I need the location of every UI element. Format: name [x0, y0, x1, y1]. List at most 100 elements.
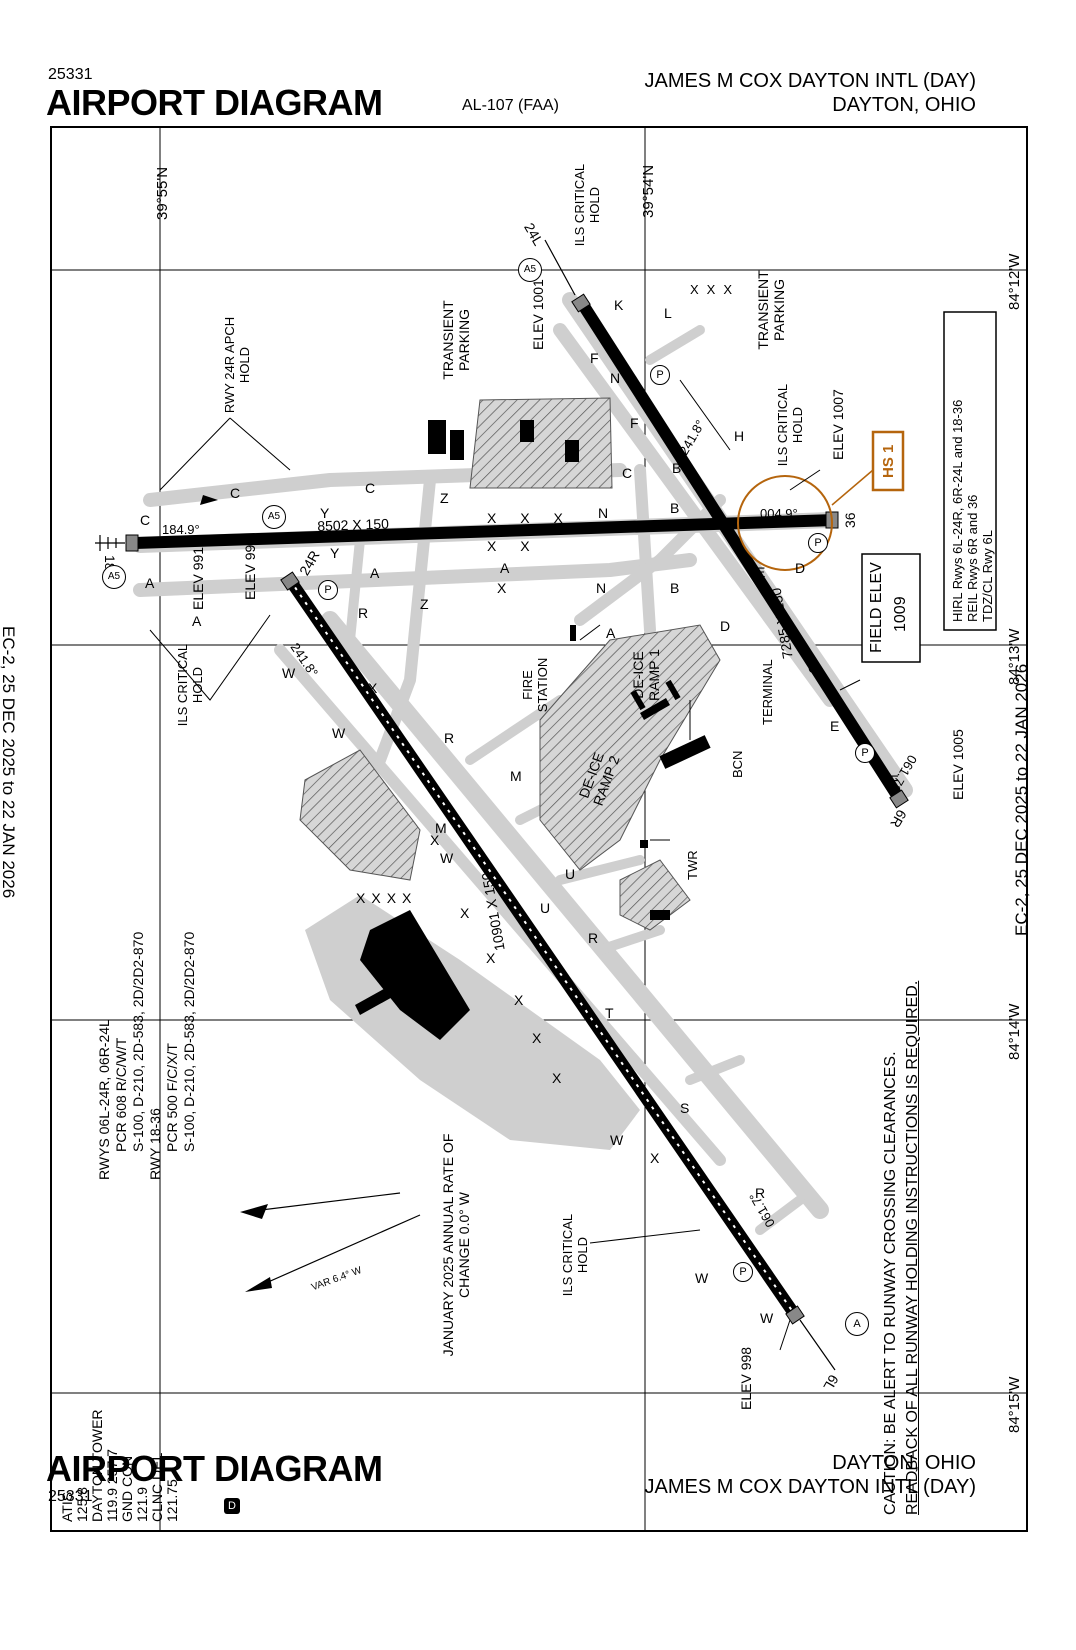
taxiway-c-2: C: [230, 485, 241, 501]
taxiway-g: G: [808, 660, 819, 676]
taxiway-d-2: D: [795, 560, 806, 576]
a5-marker-1: A5: [102, 565, 126, 589]
taxiway-r-2: R: [444, 730, 455, 746]
freq-gnd-value: 121.9: [134, 1486, 150, 1522]
approach-lights: [95, 239, 836, 1371]
taxiway-w-5: W: [695, 1270, 709, 1286]
parking-icon-3: P: [808, 533, 828, 553]
deice-ramps: [539, 624, 721, 871]
parking-icon-5: P: [733, 1262, 753, 1282]
deice-ramp-1-label: DE-ICE RAMP 1: [630, 649, 662, 701]
strength-line-3: S-100, D-210, 2D-583, 2D/2D2-870: [130, 931, 146, 1152]
terminal-label: TERMINAL: [760, 659, 775, 725]
elev-991: ELEV 991: [190, 546, 206, 610]
taxiway-u-2: U: [565, 866, 576, 882]
lon-label-3: 84°14'W: [1006, 1003, 1023, 1060]
lon-label-4: 84°15'W: [1006, 1376, 1023, 1433]
taxiway-b-3: B: [670, 580, 680, 596]
chart-title-top: AIRPORT DIAGRAM: [46, 82, 383, 123]
buildings: [355, 420, 711, 1040]
bcn-label: BCN: [730, 750, 745, 778]
taxiway-t: T: [605, 1005, 614, 1021]
ils-critical-hold-1: ILS CRITICAL HOLD: [572, 163, 602, 247]
runway-6r-24l: [574, 296, 906, 804]
ils-critical-hold-4: ILS CRITICAL HOLD: [560, 1213, 590, 1297]
a-marker: A: [845, 1312, 869, 1336]
annual-change-label: JANUARY 2025 ANNUAL RATE OF CHANGE 0.0° …: [440, 1133, 472, 1357]
taxiway-w-4: W: [610, 1132, 624, 1148]
taxiway-l: L: [664, 305, 672, 321]
lon-label-2: 84°13'W: [1006, 628, 1023, 685]
closed-markers-1: X X X: [487, 510, 573, 526]
strength-line-2: PCR 608 R/C/W/T: [113, 1037, 129, 1152]
closed-markers-6: XXXX: [356, 890, 418, 906]
twr-label: TWR: [685, 850, 700, 880]
hot-spot-circle: [737, 475, 833, 571]
a5-marker-2: A5: [262, 505, 286, 529]
taxiway-c-4: C: [622, 465, 633, 481]
strength-line-1: RWYS 06L-24R, 06R-24L: [96, 1019, 112, 1180]
hdg-004: 004.9°: [760, 506, 798, 521]
strength-note: RWYS 06L-24R, 06R-24L PCR 608 R/C/W/T S-…: [96, 850, 198, 1180]
taxiway-h: H: [734, 428, 745, 444]
freq-tower-label: DAYTON TOWER: [89, 1409, 105, 1522]
lighting-line-1: HIRL Rwys 6L-24R, 6R-24L and 18-36: [950, 399, 965, 622]
ils-critical-hold-3: ILS CRITICAL HOLD: [175, 643, 205, 727]
magnetic-variation: [240, 1192, 421, 1292]
field-elev-label: FIELD ELEV: [868, 562, 885, 653]
parking-icon-4: P: [855, 743, 875, 763]
strength-line-5: PCR 500 F/C/X/T: [164, 1043, 180, 1152]
elev-996: ELEV 996: [242, 536, 258, 600]
taxiway-b-1: B: [672, 460, 682, 476]
taxiway-f-1: F: [890, 772, 899, 788]
lat-label-east: 39°54'N: [640, 164, 657, 218]
taxiway-z-2: Z: [440, 490, 449, 506]
terminal-building: [659, 735, 711, 769]
closed-marker-4: X: [368, 680, 378, 696]
taxiway-a-4: A: [500, 560, 510, 576]
field-elev-box: [861, 553, 921, 663]
transient-parking-area-north: [469, 397, 613, 489]
taxiway-c-3: C: [365, 480, 376, 496]
caution-line-1: CAUTION: BE ALERT TO RUNWAY CROSSING CLE…: [882, 1051, 899, 1515]
airport-name-top: JAMES M COX DAYTON INTL (DAY): [644, 70, 976, 92]
elev-1005: ELEV 1005: [950, 729, 966, 800]
freq-tower-value: 119.9 257.7: [104, 1449, 120, 1522]
taxiway-m-1: M: [510, 768, 522, 784]
strength-line-4: RWY 18-36: [147, 1108, 163, 1180]
lat-label-west: 39°55'N: [154, 166, 171, 220]
strength-line-6: S-100, D-210, 2D-583, 2D/2D2-870: [181, 931, 197, 1152]
airport-name-bottom: JAMES M COX DAYTON INTL (DAY): [644, 1476, 976, 1498]
closed-marker-10: X: [532, 1030, 542, 1046]
taxiway-w-6: W: [760, 1310, 774, 1326]
taxiway-y-2: Y: [330, 545, 340, 561]
closed-marker-5: X: [430, 832, 440, 848]
taxiway-m-2: M: [435, 820, 447, 836]
freq-atis-label: ATIS: [59, 1491, 75, 1522]
taxiway-a-5: A: [606, 625, 616, 641]
taxiway-e-2: E: [830, 718, 840, 734]
taxiway-r-3: R: [588, 930, 599, 946]
lighting-note-box: [943, 311, 997, 631]
closed-marker-12: X: [650, 1150, 660, 1166]
fire-station-building: [570, 625, 576, 641]
hot-spot-label[interactable]: HS 1: [880, 444, 897, 478]
runway-6l-24r: [285, 576, 800, 1319]
taxiway-f-2: F: [590, 350, 599, 366]
taxiway-r-4: R: [755, 1185, 766, 1201]
hot-spot-box: [871, 430, 905, 492]
transient-parking-2: TRANSIENT PARKING: [755, 270, 787, 350]
elev-998: ELEV 998: [738, 1346, 754, 1410]
cargo-building: [360, 910, 470, 1040]
lighting-note: HIRL Rwys 6L-24R, 6R-24L and 18-36 REIL …: [950, 312, 995, 622]
parking-icon-2: P: [650, 365, 670, 385]
caution-note: CAUTION: BE ALERT TO RUNWAY CROSSING CLE…: [880, 855, 924, 1515]
city-bottom: DAYTON, OHIO: [832, 1452, 976, 1474]
closed-marker-11: X: [552, 1070, 562, 1086]
closed-markers-13: XXX: [690, 282, 741, 297]
fire-station-label: FIRE STATION: [520, 657, 550, 713]
freq-atis-value: 125.8: [74, 1486, 90, 1522]
closed-marker-8: X: [486, 950, 496, 966]
a5-marker-3: A5: [518, 258, 542, 282]
